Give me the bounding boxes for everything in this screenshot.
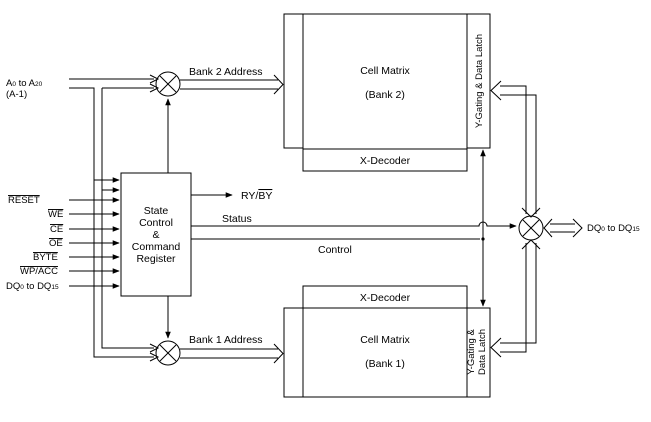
reset-label: RESET	[8, 195, 40, 206]
state-control-line4: Command	[132, 241, 181, 253]
byte-label: BYTE	[33, 252, 58, 263]
state-control-box	[120, 172, 192, 297]
bank2-decoder-label: X-Decoder	[360, 155, 411, 167]
state-control-line2: Control	[139, 217, 173, 229]
bank2-cell-matrix	[302, 13, 468, 150]
bank2-address-bus: Bank 2 Address	[180, 66, 284, 95]
dq-input-label: DQ0 to DQ15	[6, 281, 59, 292]
control-input-arrows	[69, 197, 120, 289]
control-label: Control	[318, 244, 352, 256]
bank1-matrix-sub: (Bank 1)	[365, 358, 405, 370]
status-label: Status	[222, 213, 252, 225]
control-junction	[481, 237, 485, 241]
bank2-block: Cell Matrix (Bank 2) X-Decoder Y-Gating …	[283, 13, 491, 172]
bank1-cell-matrix	[302, 307, 468, 398]
bank1-address-label: Bank 1 Address	[189, 334, 263, 346]
ry-by-label: RY/BY	[241, 190, 272, 202]
we-label: WE	[48, 209, 63, 220]
bank1-decoder-label: X-Decoder	[360, 292, 411, 304]
svg-text:A0 to A20: A0 to A20	[6, 78, 43, 89]
wp-acc-label: WP/ACC	[20, 266, 58, 277]
bank2-address-label: Bank 2 Address	[189, 66, 263, 78]
state-control-line1: State	[144, 205, 169, 217]
ce-label: CE	[50, 224, 63, 235]
oe-label: OE	[49, 238, 63, 249]
bank2-data-path	[490, 80, 541, 218]
output-data-bus	[543, 218, 583, 238]
bank2-latch-label: Y-Gating & Data Latch	[474, 34, 485, 128]
bank2-matrix-title: Cell Matrix	[360, 65, 410, 77]
state-control-block: State Control & Command Register	[120, 172, 192, 297]
bank1-latch-label-1: Y-Gating &	[466, 329, 477, 375]
bank1-matrix-title: Cell Matrix	[360, 334, 410, 346]
bank2-address-mux	[155, 71, 181, 97]
address-input-label: A0 to A20 (A-1)	[6, 78, 43, 100]
bank1-block: X-Decoder Cell Matrix (Bank 1) Y-Gating …	[283, 285, 491, 398]
state-control-line3: &	[152, 229, 159, 241]
bank2-x-decoder	[302, 148, 468, 172]
bank1-data-path	[490, 239, 541, 358]
dq-output-label: DQ0 to DQ15	[587, 223, 640, 234]
bank2-matrix-sub: (Bank 2)	[365, 89, 405, 101]
bank1-address-bus: Bank 1 Address	[180, 334, 284, 364]
data-output-mux	[518, 215, 544, 241]
bank1-address-mux	[155, 340, 181, 366]
bank1-latch-label-2: Data Latch	[477, 329, 488, 375]
state-control-line5: Register	[136, 253, 176, 265]
address-bus	[69, 74, 160, 362]
address-alt-label: (A-1)	[6, 89, 27, 100]
